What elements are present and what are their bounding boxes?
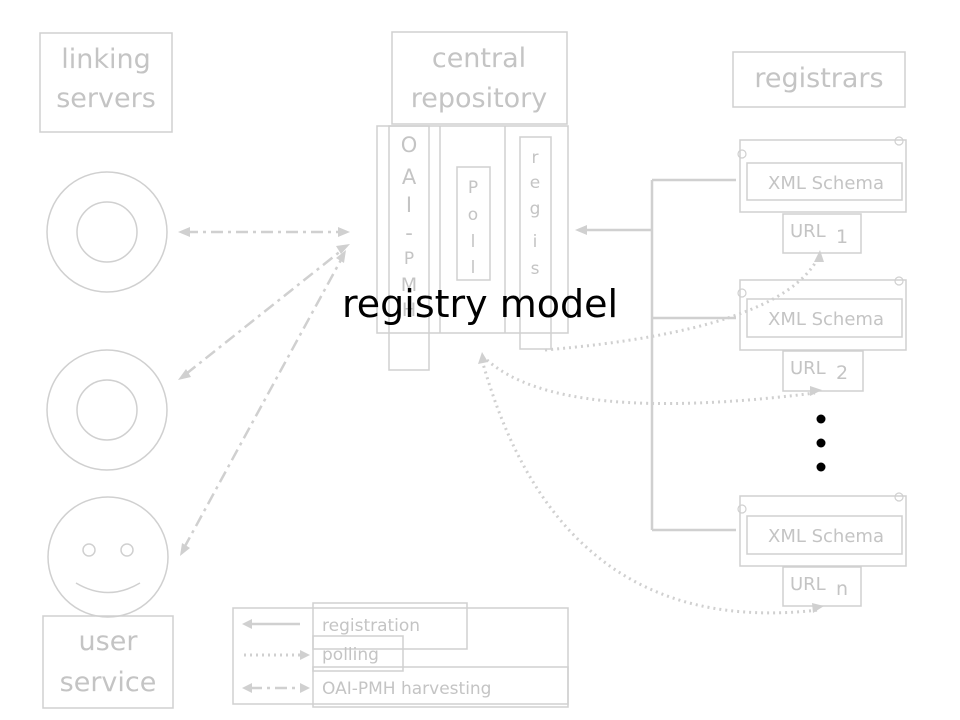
url-subscript: 1 [836,226,848,248]
registrar-card-2: XML Schema URL 2 [737,276,907,392]
slide-title: registry model [341,282,619,326]
oai-letter: A [402,165,417,189]
oai-letter: M [401,274,417,296]
poll-panel [456,166,491,281]
harvesting-arrows [178,227,350,556]
register-panel [519,136,552,350]
register-letter: e [530,173,540,193]
legend: registration polling OAI-PMH harvesting [232,602,569,708]
legend-registration-label: registration [322,616,420,636]
linking-server-1 [46,171,168,293]
ellipsis-dots [816,414,826,472]
repository-panels [376,125,569,371]
registrar-card-3: XML Schema URL n [737,492,907,607]
oai-pmh-column-label: O A I - P M H [401,133,418,321]
oai-letter: O [401,133,418,157]
url-subscript: 2 [836,362,848,384]
poll-letter: l [471,258,476,278]
linking-server-2 [46,349,168,471]
linking-servers-line1: linking [61,44,151,75]
legend-registration: registration [242,602,468,650]
user-service-line1: user [79,626,139,657]
poll-curve-2 [486,358,816,406]
oai-letter: I [406,193,412,217]
legend-harvesting: OAI-PMH harvesting [242,666,569,708]
legend-harvesting-label: OAI-PMH harvesting [322,679,491,699]
registrar-card-1: XML Schema URL 1 [737,136,907,254]
user-service-box: user service [42,615,174,709]
register-letter: r [532,148,539,168]
polling-curves [480,257,820,615]
oai-letter: H [402,299,416,321]
harvest-arrow-3 [182,257,344,549]
register-letter: g [530,199,541,219]
poll-curve-3 [480,359,819,615]
oai-letter: P [404,249,414,269]
register-letter: s [531,259,540,279]
url-subscript: n [836,578,848,600]
central-repository-line1: central [432,43,526,74]
legend-polling-label: polling [322,645,379,665]
harvest-arrow-2 [185,249,343,375]
poll-letter: P [468,178,478,198]
central-repository-box: central repository [391,31,568,125]
xml-schema-label: XML Schema [768,309,884,330]
xml-schema-label: XML Schema [768,526,884,547]
registrars-label: registrars [754,63,883,94]
registrars-box: registrars [732,51,906,108]
poll-letter: l [471,232,476,252]
linking-servers-box: linking servers [39,32,173,133]
linking-servers-line2: servers [56,83,156,114]
user-service-line2: service [60,667,157,698]
smiley-face-icon [47,496,169,618]
oai-pmh-panel [388,125,430,371]
registration-lines [575,178,736,532]
xml-schema-label: XML Schema [768,173,884,194]
poll-letter: o [468,205,478,225]
oai-letter: - [405,221,413,245]
url-label: URL [790,221,826,242]
register-letter: i [533,232,538,252]
register-column-label: r e g i s [530,148,541,279]
url-label: URL [790,574,826,595]
central-repository-line2: repository [411,83,548,114]
legend-polling: polling [244,635,404,672]
url-label: URL [790,358,826,379]
poll-column-label: P o l l [468,178,478,278]
